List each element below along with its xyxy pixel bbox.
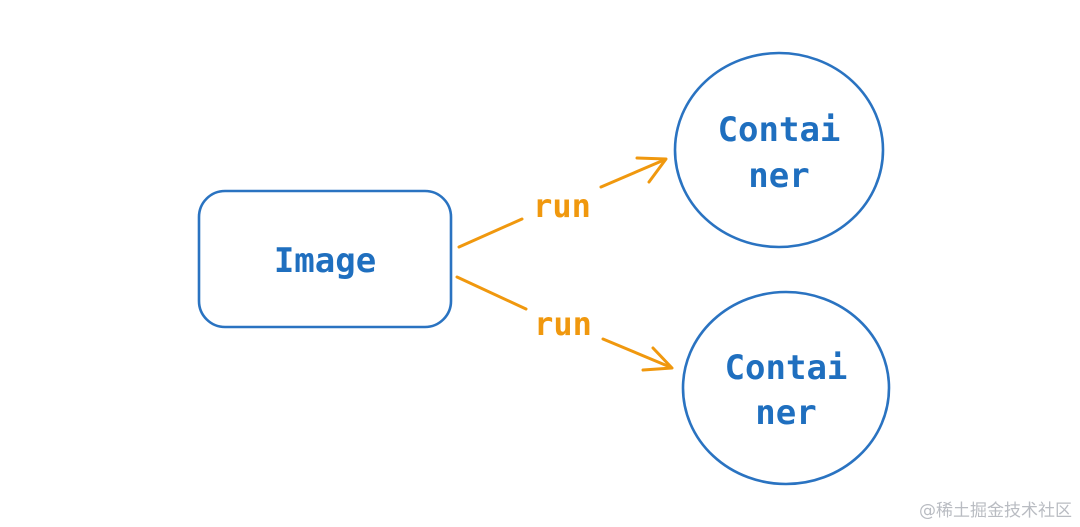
container-node-bottom-label-line1: Contai xyxy=(725,348,848,388)
container-node-top-circle xyxy=(673,51,885,249)
container-node-top: Contai ner xyxy=(673,51,885,249)
edge-run-bottom-label: run xyxy=(534,305,592,343)
edge-run-top-line-end xyxy=(599,158,666,189)
edge-run-top-label: run xyxy=(533,187,591,225)
edge-run-bottom: run xyxy=(455,275,674,372)
container-node-bottom-circle xyxy=(681,290,891,486)
container-node-top-label-line2: ner xyxy=(748,156,809,196)
image-node-box xyxy=(197,189,453,329)
container-node-top-label-line1: Contai xyxy=(718,110,841,150)
edge-run-bottom-line-start xyxy=(455,275,528,311)
image-node: Image xyxy=(197,189,453,329)
edge-run-bottom-arrowhead xyxy=(641,346,674,372)
edge-run-top: run xyxy=(457,156,668,249)
container-node-bottom: Contai ner xyxy=(681,290,891,486)
image-node-label: Image xyxy=(274,241,376,281)
edge-run-top-arrowhead xyxy=(635,156,668,184)
container-node-bottom-label-line2: ner xyxy=(755,393,816,433)
watermark-text: @稀土掘金技术社区 xyxy=(919,501,1072,521)
edge-run-top-line-start xyxy=(457,217,524,249)
edge-run-bottom-line-end xyxy=(601,337,672,369)
